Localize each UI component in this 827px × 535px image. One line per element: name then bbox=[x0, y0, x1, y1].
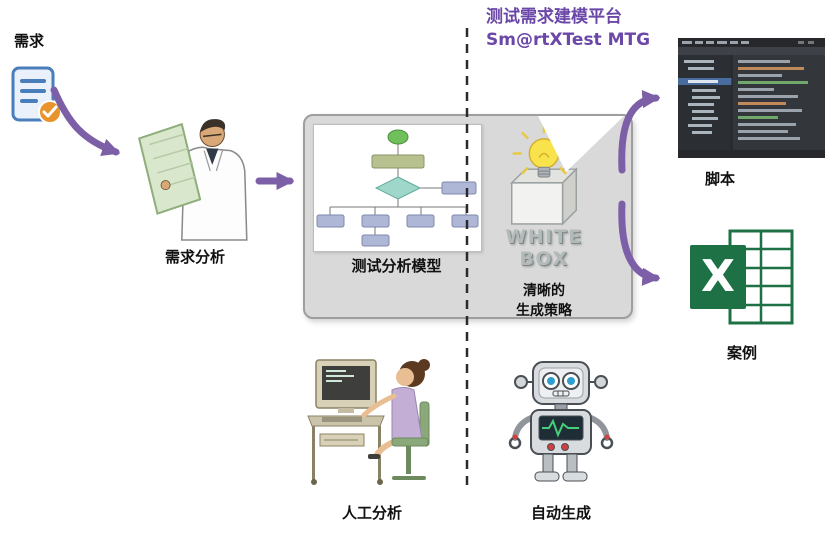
case-label: 案例 bbox=[726, 344, 757, 362]
requirement-label: 需求 bbox=[14, 32, 45, 50]
document-check-icon bbox=[11, 66, 62, 124]
platform-title: 测试需求建模平台 Sm@rtXTest MTG bbox=[486, 6, 650, 52]
robot-illustration bbox=[508, 361, 614, 482]
strategy-line2: 生成策略 bbox=[516, 303, 572, 320]
white-box-line2: BOX bbox=[519, 247, 569, 270]
white-box-caption: WHITE BOX bbox=[488, 226, 600, 271]
arrow-requirement-to-analysis bbox=[50, 86, 121, 157]
analyst-reading-icon bbox=[137, 119, 248, 241]
requirement-analysis-label: 需求分析 bbox=[164, 248, 225, 266]
white-box-line1: WHITE bbox=[505, 226, 583, 248]
platform-title-line1: 测试需求建模平台 bbox=[486, 7, 622, 27]
strategy-caption: 清晰的 生成策略 bbox=[488, 281, 600, 322]
analysis-model-label: 测试分析模型 bbox=[351, 257, 442, 275]
person-at-computer-illustration bbox=[307, 359, 430, 485]
manual-analysis-label: 人工分析 bbox=[341, 504, 402, 522]
platform-title-line2: Sm@rtXTest MTG bbox=[486, 29, 651, 50]
lightbulb-in-box-icon bbox=[509, 124, 579, 226]
auto-generate-label: 自动生成 bbox=[530, 504, 591, 522]
excel-logo: X bbox=[690, 229, 794, 325]
script-label: 脚本 bbox=[704, 170, 735, 188]
code-editor-screenshot bbox=[678, 38, 825, 158]
analysis-model-panel bbox=[313, 124, 482, 252]
strategy-line1: 清晰的 bbox=[523, 283, 565, 299]
flowchart-diagram bbox=[316, 129, 479, 247]
excel-x-letter: X bbox=[701, 251, 735, 302]
